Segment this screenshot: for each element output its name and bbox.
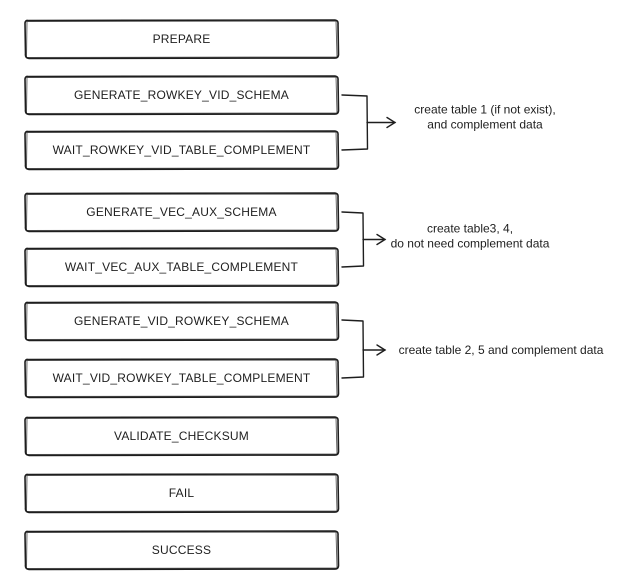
- annotation-bracket-3: [341, 319, 387, 379]
- state-box-outline: [24, 473, 340, 514]
- state-boxes: PREPARE GENERATE_ROWKEY_VID_SCHEMA WAIT_RO…: [24, 19, 340, 571]
- state-box-wait-vid-rowkey-table-complement: WAIT_VID_ROWKEY_TABLE_COMPLEMENT: [24, 358, 340, 399]
- annotation-note-line: create table3, 4,: [427, 222, 513, 236]
- state-box-validate-checksum: VALIDATE_CHECKSUM: [24, 416, 340, 457]
- state-box-sketch-stroke: [26, 193, 338, 231]
- state-label: WAIT_VID_ROWKEY_TABLE_COMPLEMENT: [53, 371, 311, 385]
- state-box-outline: [24, 19, 340, 60]
- state-label: WAIT_VEC_AUX_TABLE_COMPLEMENT: [65, 260, 299, 274]
- state-box-prepare: PREPARE: [24, 19, 340, 60]
- state-label: WAIT_ROWKEY_VID_TABLE_COMPLEMENT: [53, 143, 311, 157]
- annotation-note-line: do not need complement data: [391, 237, 550, 251]
- annotation-note-3: create table 2, 5 and complement data: [399, 343, 604, 357]
- annotation-bracket-2: [341, 211, 387, 268]
- state-box-sketch-stroke: [26, 531, 338, 569]
- annotation-note-2: create table3, 4,do not need complement …: [391, 222, 550, 251]
- arrow-head-icon: [376, 344, 387, 356]
- state-label: SUCCESS: [152, 543, 211, 557]
- state-box-fail: FAIL: [24, 473, 340, 514]
- state-box-sketch-stroke: [26, 131, 338, 169]
- arrow-head-icon: [386, 116, 397, 129]
- state-label: FAIL: [169, 486, 195, 500]
- state-box-generate-vid-rowkey-schema: GENERATE_VID_ROWKEY_SCHEMA: [24, 301, 340, 342]
- state-box-wait-rowkey-vid-table-complement: WAIT_ROWKEY_VID_TABLE_COMPLEMENT: [24, 130, 340, 171]
- annotation-note-line: create table 1 (if not exist),: [414, 103, 555, 117]
- state-box-outline: [24, 75, 340, 116]
- state-box-sketch-stroke: [26, 76, 338, 114]
- state-box-outline: [24, 247, 340, 288]
- state-box-sketch-stroke: [26, 474, 338, 512]
- annotation-note-line: create table 2, 5 and complement data: [399, 343, 604, 357]
- state-box-sketch-stroke: [26, 20, 338, 58]
- state-label: PREPARE: [153, 32, 211, 46]
- state-box-sketch-stroke: [26, 417, 338, 455]
- annotation-note-1: create table 1 (if not exist),and comple…: [414, 103, 555, 132]
- state-label: VALIDATE_CHECKSUM: [114, 429, 249, 443]
- bracket-line: [341, 319, 365, 379]
- state-box-success: SUCCESS: [24, 530, 340, 571]
- state-box-generate-rowkey-vid-schema: GENERATE_ROWKEY_VID_SCHEMA: [24, 75, 340, 116]
- state-box-outline: [24, 358, 340, 399]
- state-box-sketch-stroke: [26, 359, 338, 397]
- bracket-line: [341, 211, 365, 268]
- state-box-outline: [24, 530, 340, 571]
- state-label: GENERATE_VID_ROWKEY_SCHEMA: [74, 314, 289, 328]
- state-box-sketch-stroke: [26, 248, 338, 286]
- state-box-outline: [24, 130, 340, 171]
- state-box-outline: [24, 192, 340, 233]
- state-label: GENERATE_VEC_AUX_SCHEMA: [86, 205, 276, 219]
- state-box-generate-vec-aux-schema: GENERATE_VEC_AUX_SCHEMA: [24, 192, 340, 233]
- annotation-note-line: and complement data: [427, 118, 543, 132]
- state-box-wait-vec-aux-table-complement: WAIT_VEC_AUX_TABLE_COMPLEMENT: [24, 247, 340, 288]
- annotation-notes: create table 1 (if not exist),and comple…: [391, 103, 604, 358]
- annotation-brackets: [341, 94, 397, 379]
- bracket-line: [341, 94, 369, 151]
- state-box-outline: [24, 301, 340, 342]
- arrow-head-icon: [376, 233, 387, 246]
- state-box-sketch-stroke: [26, 302, 338, 340]
- state-label: GENERATE_ROWKEY_VID_SCHEMA: [74, 88, 289, 102]
- state-box-outline: [24, 416, 340, 457]
- annotation-bracket-1: [341, 94, 397, 151]
